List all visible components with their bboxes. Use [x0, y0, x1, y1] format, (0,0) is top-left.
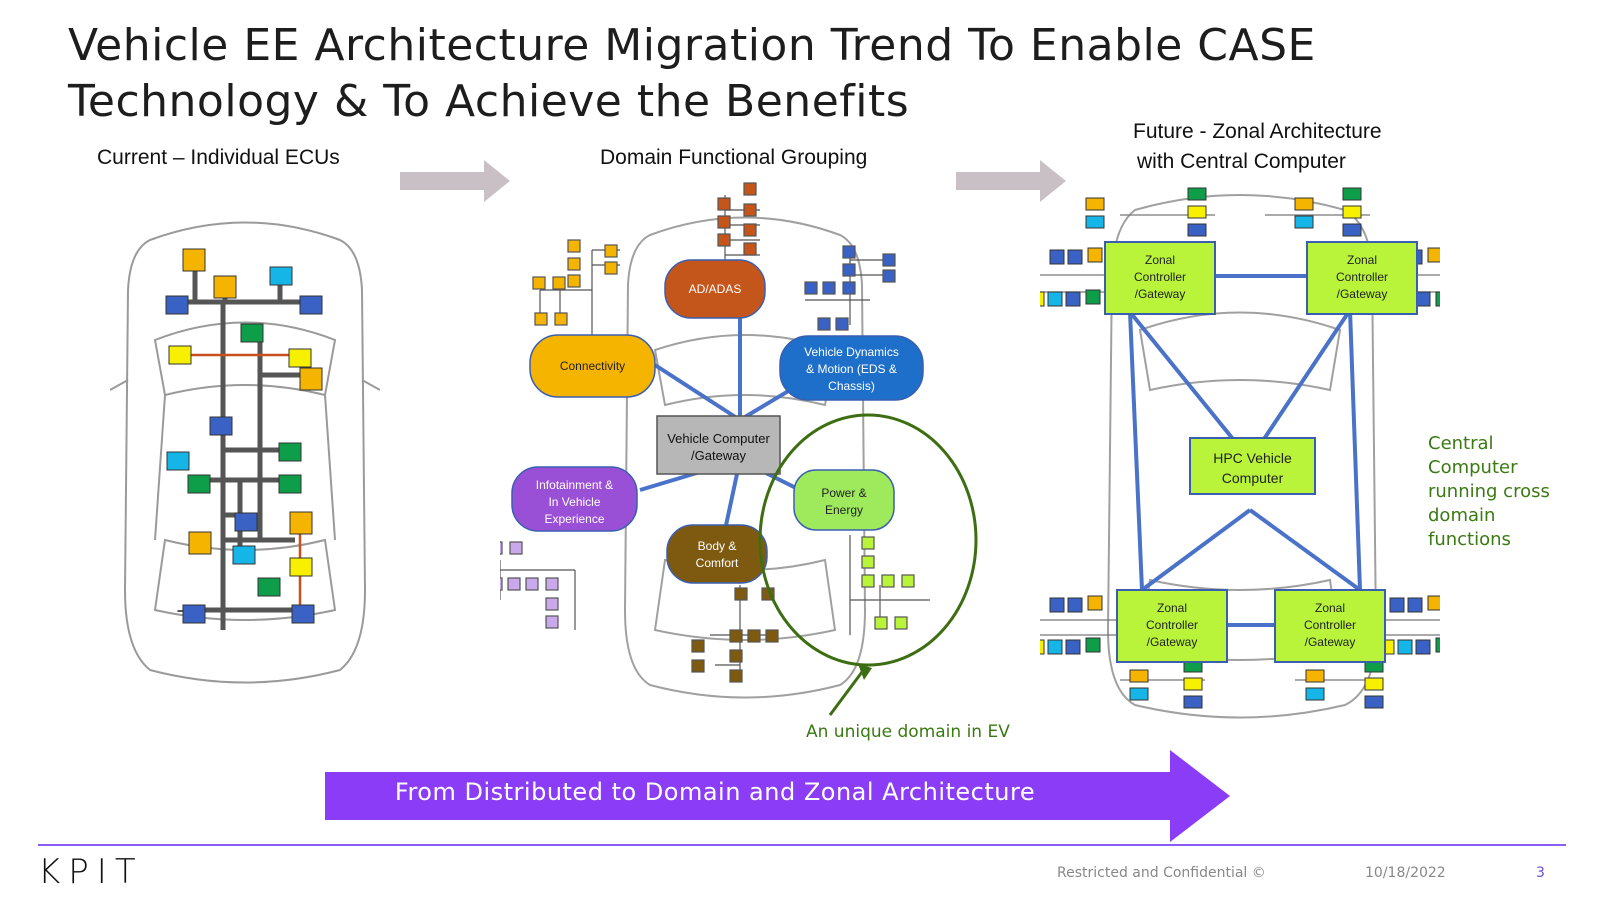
zonal-box-rear-right	[1274, 589, 1386, 663]
title-line-2: Technology & To Achieve the Benefits	[68, 76, 910, 127]
section-current-heading: Current – Individual ECUs	[97, 146, 340, 169]
migration-banner-arrow	[325, 750, 1230, 842]
connectivity-pill	[529, 334, 656, 398]
footer-divider	[38, 844, 1566, 846]
zonal-box-rear-left	[1116, 589, 1228, 663]
vehicle-computer-label: Vehicle Computer/Gateway	[667, 431, 770, 463]
page-number: 3	[1536, 865, 1545, 881]
connectivity-label: Connectivity	[559, 359, 626, 373]
adas-ecu-tree	[717, 182, 760, 265]
dynamics-ecu-tree	[804, 245, 896, 331]
section-future-heading-2: with Central Computer	[1137, 150, 1346, 173]
section-domain-heading: Domain Functional Grouping	[600, 146, 868, 169]
domain-diagram	[500, 182, 978, 716]
domain-links	[639, 300, 817, 531]
power-pill	[793, 469, 895, 531]
power-label: Power &Energy	[821, 486, 867, 517]
hpc-box	[1189, 437, 1316, 495]
connectivity-ecu-tree	[532, 239, 620, 335]
kpit-logo: KPIT	[38, 852, 144, 892]
infotainment-ecu-tree	[500, 541, 576, 630]
body-label: Body &Comfort	[695, 539, 739, 570]
ecu-boxes	[165, 248, 323, 624]
infotainment-pill	[511, 466, 638, 532]
ev-pointer-arrow	[828, 671, 864, 716]
slide-title: Vehicle EE Architecture Migration Trend …	[68, 18, 1468, 130]
zonal-box-front-left	[1104, 241, 1216, 315]
central-computer-note: Central Computer running cross domain fu…	[1428, 433, 1550, 550]
dynamics-label: Vehicle Dynamics& Motion (EDS &Chassis)	[804, 345, 899, 393]
ev-domain-highlight	[758, 413, 978, 667]
section-future-heading-1: Future - Zonal Architecture	[1133, 120, 1382, 143]
body-ecu-tree	[691, 585, 779, 683]
migration-banner-text: From Distributed to Domain and Zonal Arc…	[394, 778, 1036, 806]
dynamics-pill	[779, 335, 924, 401]
body-pill	[666, 524, 768, 584]
adas-pill	[664, 259, 766, 319]
zonal-diagram	[1040, 187, 1440, 719]
zonal-box-front-right	[1306, 241, 1418, 315]
gray-arrow-2	[956, 160, 1066, 202]
gray-arrow-1	[400, 160, 510, 202]
vehicle-computer-box	[656, 415, 781, 475]
footer-date: 10/18/2022	[1365, 865, 1446, 881]
adas-label: AD/ADAS	[688, 282, 742, 296]
confidential-notice: Restricted and Confidential ©	[1057, 865, 1266, 881]
current-ecu-diagram	[110, 221, 380, 684]
power-ecu-tree	[849, 535, 930, 635]
title-line-1: Vehicle EE Architecture Migration Trend …	[68, 20, 1316, 71]
ev-domain-note: An unique domain in EV	[806, 722, 1010, 742]
